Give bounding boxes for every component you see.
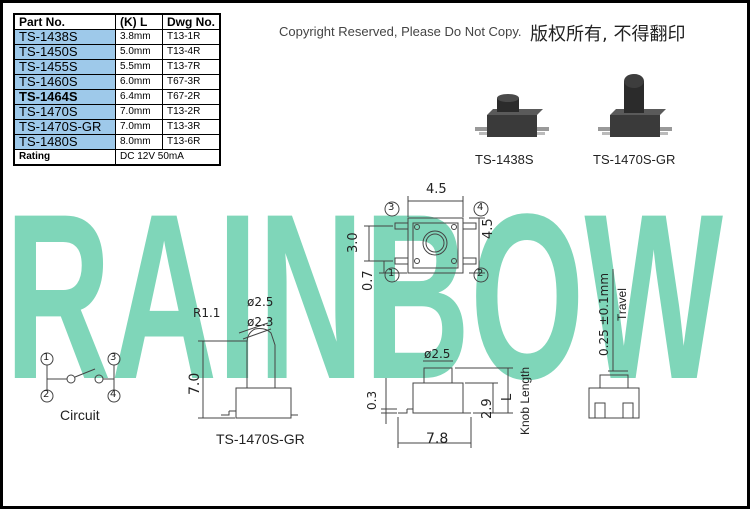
length-cell: 8.0mm [115, 134, 163, 150]
dim-height: 4.5 [481, 218, 496, 239]
travel-label: Travel [615, 288, 629, 321]
product-ts1438s-render [475, 94, 549, 137]
dim-pitch: 3.0 [346, 232, 361, 253]
top-view-drawing [364, 196, 489, 283]
front-d-knob: ø2.5 [424, 347, 451, 361]
dwg-number-cell: T13-7R [162, 59, 221, 75]
dwg-number-cell: T13-1R [162, 29, 221, 45]
rating-row: Rating DC 12V 50mA [13, 149, 221, 166]
travel-view-drawing [588, 269, 640, 419]
length-cell: 6.0mm [115, 74, 163, 90]
header-dwg-no: Dwg No. [162, 13, 221, 30]
dwg-number-cell: T13-6R [162, 134, 221, 150]
part-number-cell: TS-1438S [13, 29, 116, 45]
side-view-name: TS-1470S-GR [216, 431, 305, 447]
dwg-number-cell: T67-2R [162, 89, 221, 105]
circuit-pin-2: 2 [43, 389, 50, 400]
pin-label-4: 4 [477, 202, 484, 213]
side-r-label: R1.1 [193, 306, 221, 320]
circuit-pin-3: 3 [110, 352, 117, 363]
front-dim-78: 7.8 [426, 431, 449, 447]
dwg-number-cell: T13-3R [162, 119, 221, 135]
rating-label: Rating [13, 149, 116, 166]
dim-offset: 0.7 [361, 270, 376, 291]
part-number-cell: TS-1480S [13, 134, 116, 150]
travel-dim: 0.25 ±0.1mm [597, 272, 611, 356]
product-label-left: TS-1438S [475, 152, 534, 167]
rating-value: DC 12V 50mA [115, 149, 221, 166]
front-dim-l: L [500, 393, 515, 401]
front-dim-03: 0.3 [365, 390, 379, 410]
circuit-pin-4: 4 [110, 389, 117, 400]
front-view-drawing [381, 360, 513, 448]
copyright-notice-cn: 版权所有, 不得翻印 [530, 24, 686, 45]
dwg-number-cell: T13-2R [162, 104, 221, 120]
part-number-cell: TS-1470S-GR [13, 119, 116, 135]
product-label-right: TS-1470S-GR [593, 152, 676, 167]
part-number-cell: TS-1455S [13, 59, 116, 75]
length-cell: 6.4mm [115, 89, 163, 105]
part-number-cell: TS-1450S [13, 44, 116, 60]
technical-drawing: RAINBOW [5, 74, 723, 448]
pin-label-1: 1 [388, 268, 395, 279]
side-d-outer: ø2.5 [247, 295, 274, 309]
product-ts1470sgr-render [598, 74, 672, 137]
length-cell: 7.0mm [115, 104, 163, 120]
length-cell: 7.0mm [115, 119, 163, 135]
watermark: RAINBOW [5, 165, 723, 429]
length-cell: 5.0mm [115, 44, 163, 60]
front-dim-29: 2.9 [480, 398, 495, 419]
part-number-cell: TS-1460S [13, 74, 116, 90]
length-cell: 5.5mm [115, 59, 163, 75]
circuit-pin-1: 1 [43, 352, 50, 363]
pin-label-2: 2 [477, 268, 484, 279]
part-number-cell: TS-1464S [13, 89, 116, 105]
dwg-number-cell: T13-4R [162, 44, 221, 60]
circuit-label: Circuit [60, 407, 100, 423]
length-cell: 3.8mm [115, 29, 163, 45]
circuit-diagram [40, 352, 121, 403]
side-view-drawing [198, 322, 298, 419]
pin-label-3: 3 [388, 202, 395, 213]
copyright-notice: Copyright Reserved, Please Do Not Copy. [279, 24, 522, 39]
knob-length-label: Knob Length [518, 366, 532, 435]
header-length: (K) L [115, 13, 163, 30]
dim-width: 4.5 [426, 182, 447, 197]
side-height: 7.0 [187, 372, 203, 395]
part-number-cell: TS-1470S [13, 104, 116, 120]
dwg-number-cell: T67-3R [162, 74, 221, 90]
table-header-row: Part No. (K) L Dwg No. [13, 13, 221, 30]
header-part-no: Part No. [13, 13, 116, 30]
side-d-inner: ø2.3 [247, 315, 274, 329]
